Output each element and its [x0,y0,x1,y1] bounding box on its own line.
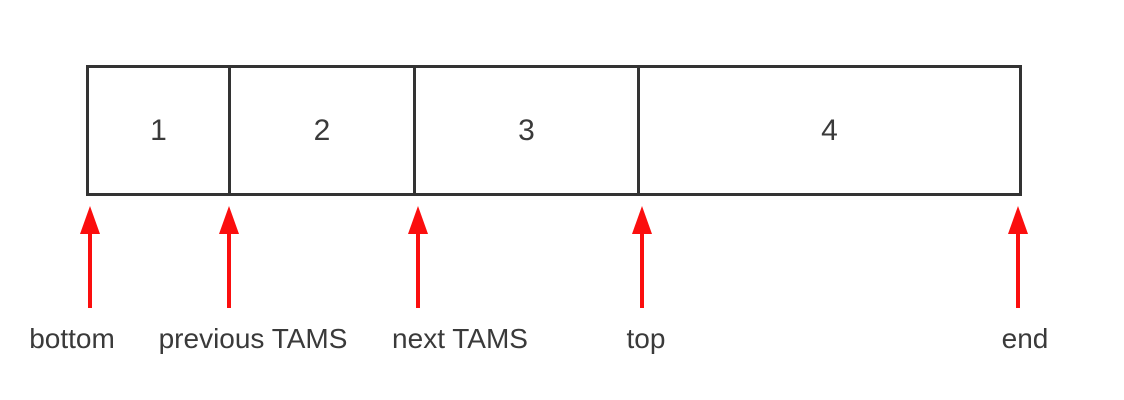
arrow-shaft [88,230,92,308]
bottom-arrow-icon [79,206,101,308]
arrow-head [1008,206,1028,234]
segment-2: 2 [231,68,416,193]
arrow-shaft [416,230,420,308]
arrow-head [632,206,652,234]
arrow-shaft [227,230,231,308]
segment-3-label: 3 [518,113,535,147]
top-arrow-icon [631,206,653,308]
arrow-shaft [640,230,644,308]
bottom-label: bottom [29,323,115,354]
buffer-box: 1 2 3 4 [86,65,1022,196]
arrow-shaft [1016,230,1020,308]
segment-4-label: 4 [821,113,838,147]
top-label: top [626,323,666,354]
end-label: end [1001,323,1049,354]
next-tams-label: next TAMS [392,323,528,354]
arrow-head [80,206,100,234]
segment-2-label: 2 [313,113,331,147]
arrow-head [408,206,428,234]
end-arrow-icon [1007,206,1029,308]
segment-1: 1 [89,68,231,193]
segment-3: 3 [416,68,640,193]
segment-1-label: 1 [150,113,167,147]
arrow-head [219,206,239,234]
segment-4: 4 [640,68,1019,193]
next-tams-arrow-icon [407,206,429,308]
previous-tams-arrow-icon [218,206,240,308]
previous-tams-label: previous TAMS [158,323,348,354]
